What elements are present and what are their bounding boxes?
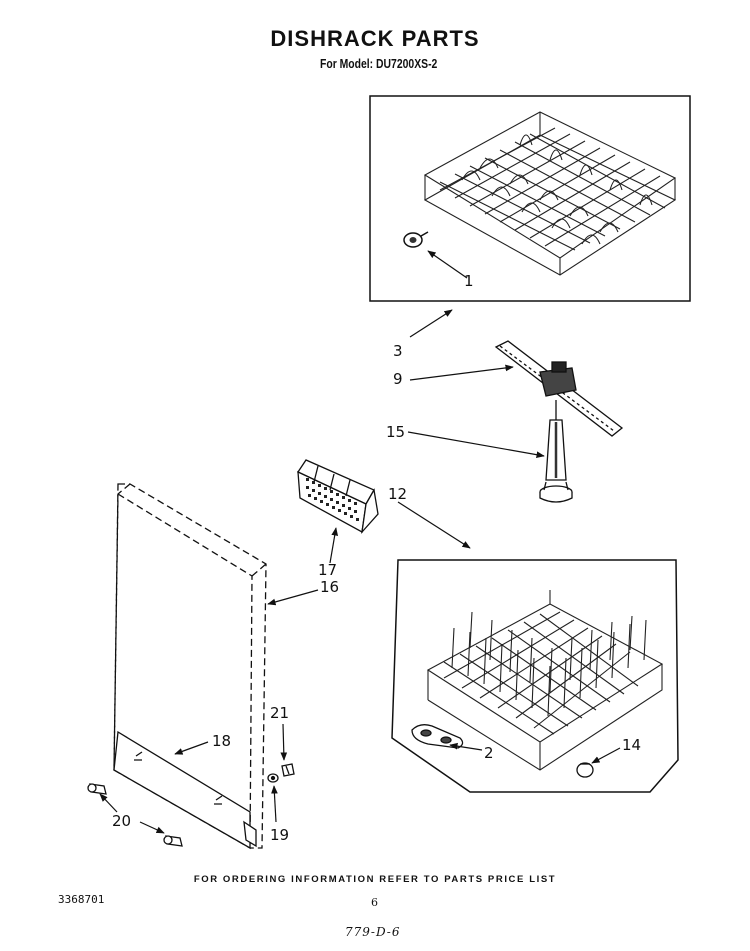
nut-part	[267, 773, 279, 783]
clip-part	[281, 763, 295, 777]
callout-2: 2	[484, 744, 494, 762]
callout-20-leader-a	[99, 793, 118, 813]
handwritten-note: 779-D-6	[345, 925, 401, 939]
spray-tube-part	[539, 400, 573, 503]
callout-12-leader	[397, 501, 471, 549]
callout-19: 19	[270, 826, 289, 844]
callout-17-leader	[329, 527, 339, 564]
callout-16-leader	[267, 589, 319, 606]
lower-rack-rail-part	[411, 724, 464, 749]
callout-9-leader	[409, 364, 514, 381]
callout-20: 20	[112, 812, 131, 830]
lower-rack-frame	[391, 559, 679, 793]
ordering-note: FOR ORDERING INFORMATION REFER TO PARTS …	[193, 874, 557, 885]
door-trim-strip-part	[113, 730, 257, 850]
spray-arm-part	[494, 340, 624, 437]
upper-rack-frame	[369, 95, 691, 302]
page-number: 6	[371, 896, 378, 909]
callout-3: 3	[393, 342, 403, 360]
lower-rack-illustration	[426, 590, 664, 771]
page-title: DISHRACK PARTS	[270, 26, 480, 51]
lower-rack-wheel-part	[576, 762, 594, 778]
callout-18: 18	[212, 732, 231, 750]
upper-rack-illustration	[423, 111, 677, 276]
model-subtitle: For Model: DU7200XS-2	[320, 56, 438, 71]
callout-15-leader	[407, 431, 545, 458]
callout-17: 17	[318, 561, 337, 579]
callout-15: 15	[386, 423, 405, 441]
lower-rack-assembly: 2 14	[391, 559, 679, 793]
callout-2-leader	[449, 742, 483, 751]
callout-12: 12	[388, 485, 407, 503]
callout-1-leader	[427, 250, 468, 279]
screw-part-left	[87, 783, 107, 795]
silverware-basket-part	[297, 459, 379, 535]
callout-20-leader-b	[139, 821, 165, 834]
callout-21: 21	[270, 704, 289, 722]
callout-9: 9	[393, 370, 403, 388]
upper-rack-roller-part	[403, 231, 429, 248]
callout-16: 16	[320, 578, 339, 596]
callout-3-leader	[409, 309, 453, 338]
callout-18-leader	[174, 741, 209, 755]
callout-14: 14	[622, 736, 641, 754]
callout-14-leader	[591, 747, 621, 764]
callout-21-leader	[280, 723, 288, 761]
callout-19-leader	[271, 785, 278, 823]
document-number: 3368701	[58, 893, 105, 906]
upper-rack-assembly: 1	[369, 95, 691, 302]
callout-1: 1	[464, 272, 474, 290]
screw-part-right	[163, 835, 183, 847]
